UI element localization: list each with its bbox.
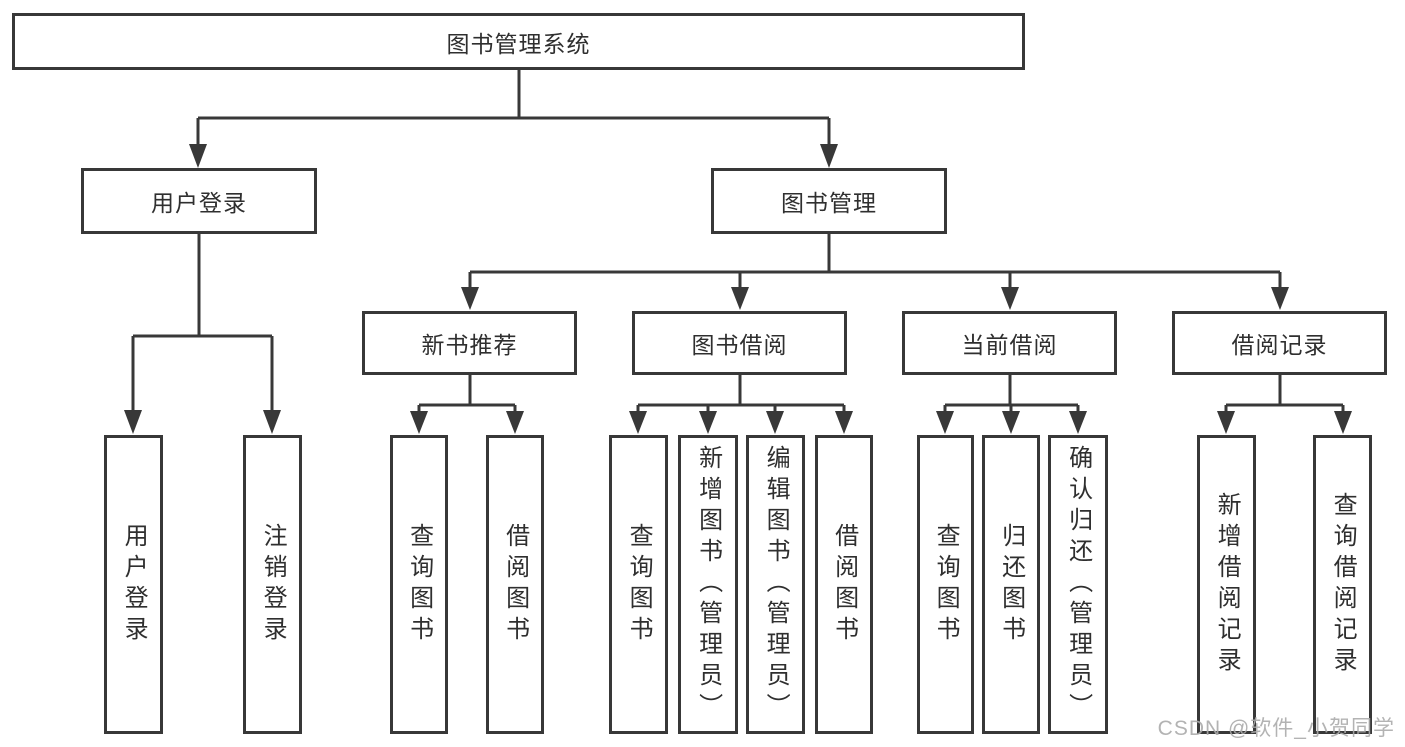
leaf-confirm-return-admin: 确认归还（管理员） [1048,435,1108,734]
node-label: 图书管理系统 [446,30,591,57]
leaf-user-login: 用户登录 [104,435,163,734]
arrowhead-icons [124,144,1352,434]
leaf-label: 确认归还（管理员） [1064,445,1092,724]
leaf-add-borrow-record: 新增借阅记录 [1197,435,1256,734]
leaf-label: 查询图书 [625,522,653,647]
leaf-query-books-current: 查询图书 [917,435,974,734]
node-label: 用户登录 [151,190,247,216]
node-new-book-recommend: 新书推荐 [362,311,577,375]
connector-segments [131,70,1345,413]
leaf-label: 查询图书 [932,522,960,647]
node-book-management: 图书管理 [711,168,947,234]
leaf-add-books-admin: 新增图书（管理员） [678,435,738,734]
node-label: 借阅记录 [1231,332,1328,358]
node-current-borrow: 当前借阅 [902,311,1117,375]
leaf-label: 注销登录 [259,522,287,647]
leaf-edit-books-admin: 编辑图书（管理员） [746,435,805,734]
leaf-query-borrow-record: 查询借阅记录 [1313,435,1372,734]
node-system-root: 图书管理系统 [12,13,1025,70]
node-book-borrow: 图书借阅 [632,311,847,375]
leaf-label: 借阅图书 [830,522,858,647]
leaf-query-books-borrow: 查询图书 [609,435,668,734]
leaf-borrow-books-recommend: 借阅图书 [486,435,544,734]
node-label: 图书管理 [781,190,877,216]
leaf-label: 用户登录 [120,522,148,647]
leaf-label: 编辑图书（管理员） [762,445,790,724]
node-label: 当前借阅 [961,332,1058,358]
leaf-label: 新增借阅记录 [1213,491,1241,678]
node-label: 图书借阅 [691,332,788,358]
leaf-label: 新增图书（管理员） [694,445,722,724]
csdn-watermark: CSDN @软件_小贺同学 [1157,717,1395,740]
leaf-logout: 注销登录 [243,435,302,734]
leaf-label: 查询图书 [405,522,433,647]
node-label: 新书推荐 [421,332,518,358]
leaf-return-books: 归还图书 [982,435,1040,734]
leaf-label: 查询借阅记录 [1329,491,1357,678]
node-user-login: 用户登录 [81,168,317,234]
leaf-borrow-books: 借阅图书 [815,435,873,734]
leaf-query-books-recommend: 查询图书 [390,435,448,734]
leaf-label: 借阅图书 [501,522,529,647]
leaf-label: 归还图书 [997,522,1025,647]
node-borrow-records: 借阅记录 [1172,311,1387,375]
